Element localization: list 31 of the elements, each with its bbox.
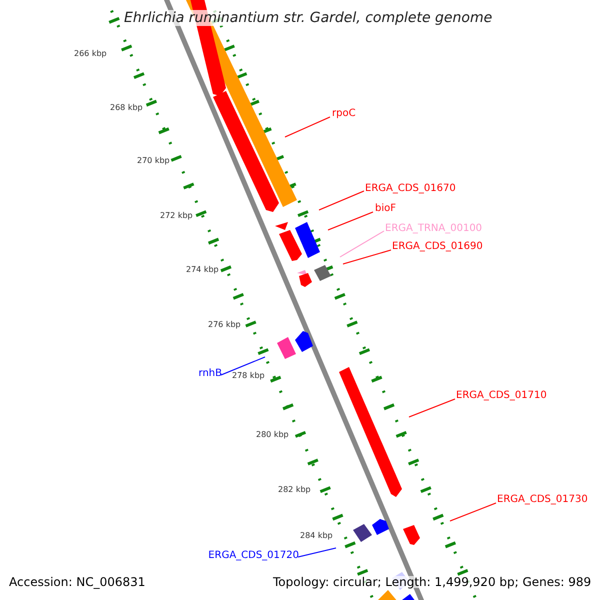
tick-label: 278 kbp [232, 372, 265, 380]
gene-label: rpoC [332, 109, 356, 119]
leader-line [284, 116, 330, 138]
gene-label: ERGA_TRNA_00100 [385, 224, 482, 234]
leader-line [328, 212, 374, 230]
leader-line [408, 398, 456, 418]
tick-label: 272 kbp [160, 212, 193, 220]
tick-label: 276 kbp [208, 321, 241, 329]
gene-label: rnhB [198, 369, 222, 379]
tick-label: 270 kbp [137, 157, 170, 165]
gene-label: ERGA_CDS_01730 [497, 495, 588, 505]
leader-line [220, 356, 266, 376]
map-title: Ehrlichia ruminantium str. Gardel, complete genome [122, 10, 494, 26]
leader-line [298, 548, 336, 558]
leader-line [450, 502, 496, 522]
leader-line [340, 230, 384, 258]
gene-label: ERGA_CDS_01690 [392, 242, 483, 252]
gene-label: ERGA_CDS_01720 [208, 551, 299, 561]
tick-label: 280 kbp [256, 431, 289, 439]
gene-label: ERGA_CDS_01710 [456, 391, 547, 401]
tick-label: 284 kbp [300, 532, 333, 540]
tick-label: 274 kbp [186, 266, 219, 274]
leader-line [318, 190, 364, 210]
tick-label: 268 kbp [110, 104, 143, 112]
accession-text: Accession: NC_006831 [9, 576, 146, 588]
genome-summary-text: Topology: circular; Length: 1,499,920 bp; Genes: 989 [273, 576, 592, 588]
gene-label: ERGA_CDS_01670 [365, 184, 456, 194]
tick-label: 266 kbp [74, 50, 107, 58]
gene-label: bioF [375, 204, 396, 214]
leader-line [342, 250, 392, 264]
tick-label: 282 kbp [278, 486, 311, 494]
